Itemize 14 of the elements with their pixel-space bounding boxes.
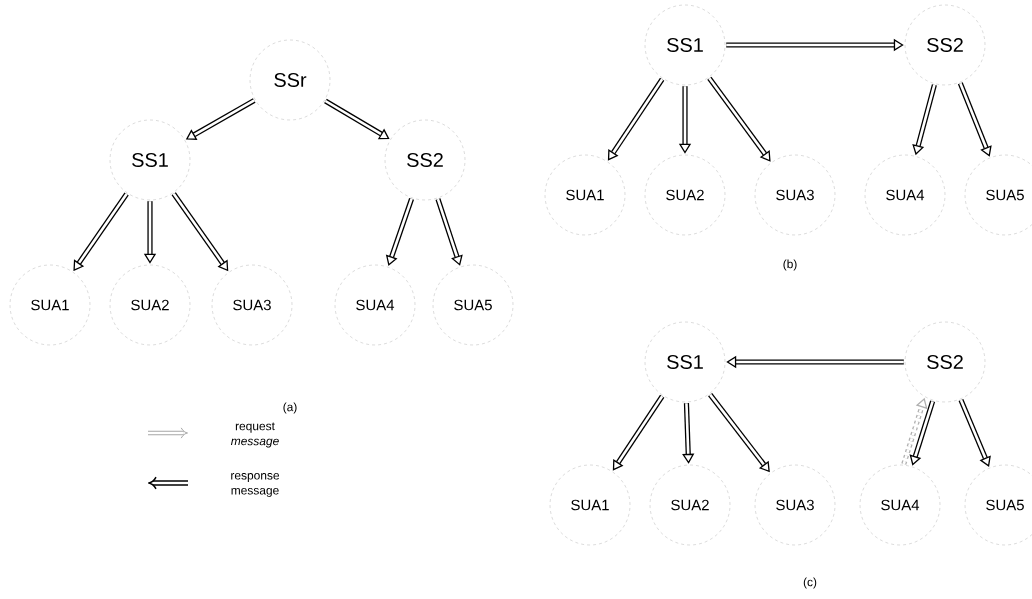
legend-text: response message (231, 473, 280, 497)
arrow (435, 198, 463, 266)
caption: (c) (803, 577, 817, 589)
arrow (607, 77, 665, 161)
arrow (909, 400, 936, 466)
arrow (682, 403, 695, 464)
legend-text: request message (230, 422, 279, 448)
arrow (957, 82, 992, 157)
arrow (707, 76, 771, 162)
arrow (324, 98, 390, 140)
arrow (612, 394, 665, 471)
caption: (a) (283, 402, 297, 414)
caption: (b) (783, 259, 797, 271)
arrow (958, 398, 991, 467)
